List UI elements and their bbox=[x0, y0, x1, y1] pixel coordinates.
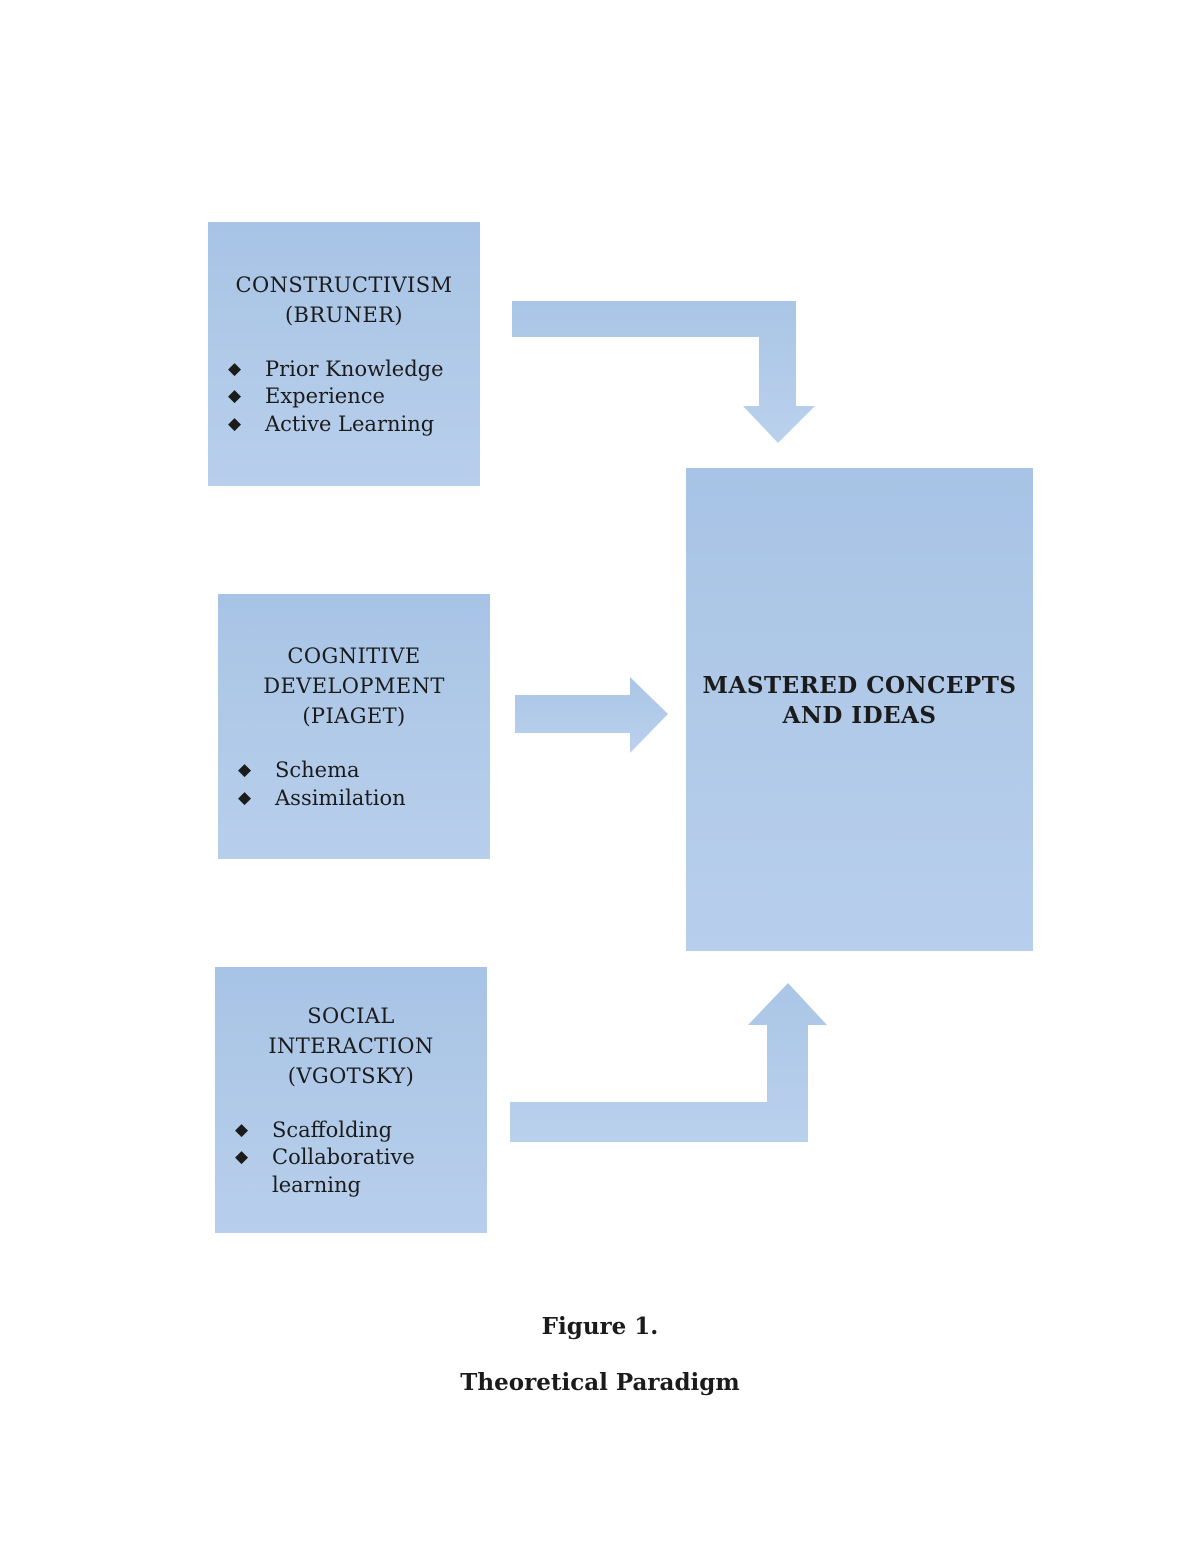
bullet-text: Prior Knowledge bbox=[265, 356, 444, 381]
result-box-title: MASTERED CONCEPTS AND IDEAS bbox=[702, 671, 1017, 729]
arrow-constructivism-to-result-icon bbox=[512, 301, 815, 443]
diamond-bullet-icon: ◆ bbox=[238, 760, 252, 780]
arrow-social-to-result-icon bbox=[510, 983, 827, 1142]
bullet-text: Schema bbox=[275, 758, 360, 782]
bullet-text: Collaborative learning bbox=[272, 1145, 415, 1197]
box-title-line: CONSTRUCTIVISM bbox=[235, 272, 453, 297]
diamond-bullet-icon: ◆ bbox=[228, 358, 242, 379]
box-title-line: (VGOTSKY) bbox=[287, 1063, 415, 1088]
box-cognitive-development: COGNITIVE DEVELOPMENT (PIAGET) ◆ Schema … bbox=[218, 594, 490, 859]
box-title-line: COGNITIVE bbox=[287, 644, 421, 668]
figure-caption-number: Figure 1. bbox=[541, 1313, 659, 1340]
figure-caption-title: Theoretical Paradigm bbox=[460, 1369, 740, 1396]
diamond-bullet-icon: ◆ bbox=[235, 1119, 249, 1140]
bullet-item: ◆ Experience bbox=[228, 383, 472, 411]
bullet-item: ◆ Assimilation bbox=[238, 785, 482, 813]
bullet-item: ◆ Collaborative learning bbox=[235, 1144, 479, 1199]
box-social-bullets: ◆ Scaffolding ◆ Collaborative learning bbox=[215, 1117, 487, 1200]
bullet-text: Active Learning bbox=[265, 411, 435, 436]
arrow-cognitive-to-result-icon bbox=[515, 677, 668, 753]
bullet-text: Experience bbox=[265, 384, 385, 409]
box-constructivism: CONSTRUCTIVISM (BRUNER) ◆ Prior Knowledg… bbox=[208, 222, 480, 486]
diamond-bullet-icon: ◆ bbox=[228, 413, 242, 434]
diamond-bullet-icon: ◆ bbox=[235, 1147, 249, 1168]
bullet-item: ◆ Active Learning bbox=[228, 411, 472, 439]
bullet-item: ◆ Prior Knowledge bbox=[228, 356, 472, 384]
box-social-interaction: SOCIAL INTERACTION (VGOTSKY) ◆ Scaffoldi… bbox=[215, 967, 487, 1233]
box-social-title: SOCIAL INTERACTION (VGOTSKY) bbox=[215, 1001, 487, 1091]
box-title-line: DEVELOPMENT bbox=[263, 674, 445, 698]
bullet-text: Assimilation bbox=[275, 785, 406, 810]
diamond-bullet-icon: ◆ bbox=[228, 386, 242, 407]
box-title-line: (BRUNER) bbox=[284, 302, 404, 327]
bullet-text: Scaffolding bbox=[272, 1117, 393, 1142]
box-title-line: (PIAGET) bbox=[302, 704, 406, 728]
box-title-line: INTERACTION bbox=[268, 1033, 434, 1058]
bullet-item: ◆ Schema bbox=[238, 757, 482, 785]
diamond-bullet-icon: ◆ bbox=[238, 787, 252, 808]
box-cognitive-title: COGNITIVE DEVELOPMENT (PIAGET) bbox=[218, 641, 490, 731]
box-constructivism-bullets: ◆ Prior Knowledge ◆ Experience ◆ Active … bbox=[208, 356, 480, 439]
bullet-item: ◆ Scaffolding bbox=[235, 1117, 479, 1145]
box-cognitive-bullets: ◆ Schema ◆ Assimilation bbox=[218, 757, 490, 812]
box-mastered-concepts: MASTERED CONCEPTS AND IDEAS bbox=[686, 468, 1033, 951]
box-constructivism-title: CONSTRUCTIVISM (BRUNER) bbox=[208, 270, 480, 330]
box-title-line: SOCIAL bbox=[307, 1003, 395, 1028]
